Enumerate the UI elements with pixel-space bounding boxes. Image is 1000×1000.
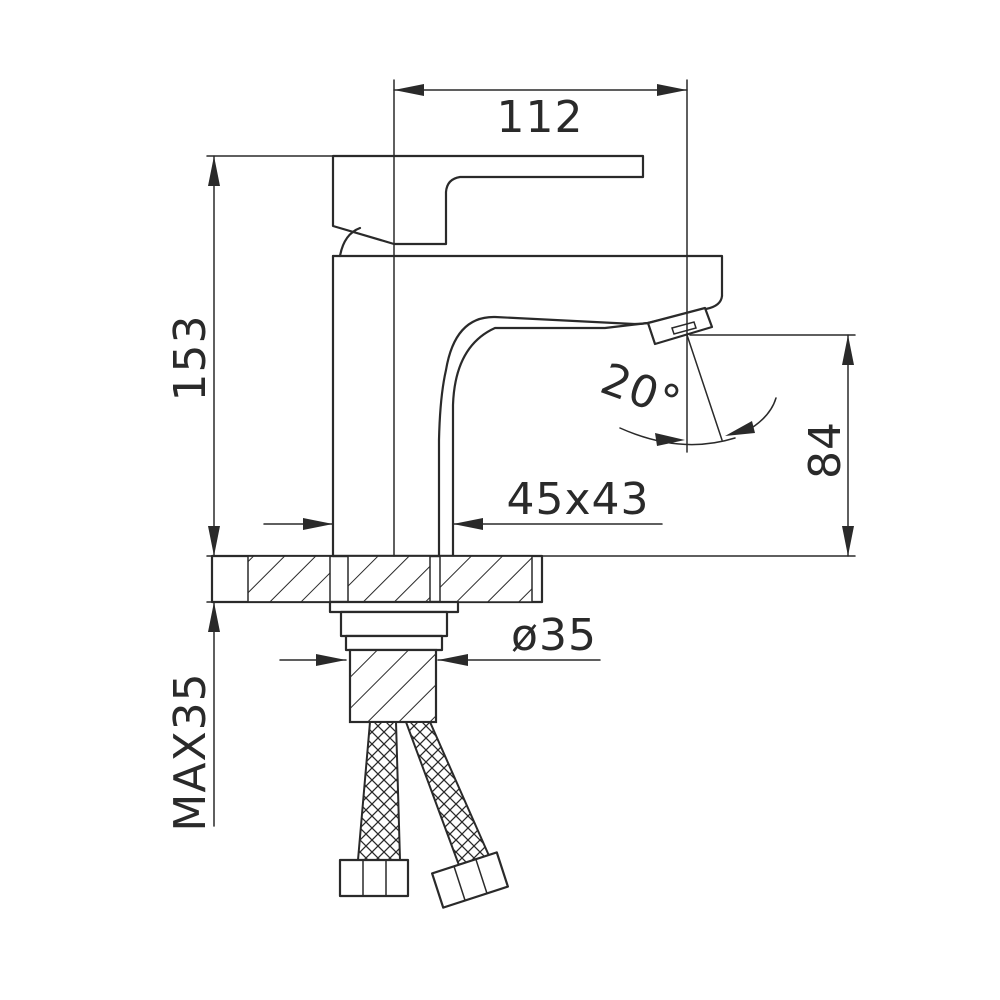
dim-112-label: 112 [497, 92, 584, 143]
hose-nut-right [431, 851, 509, 909]
shank-nut [339, 610, 449, 638]
dimension-lines [206, 79, 856, 827]
hose-nut-left [338, 858, 410, 898]
spout [437, 294, 724, 558]
dim-45x43-label: 45x43 [506, 474, 649, 525]
handle-lever [331, 154, 645, 246]
dim-max35-label: MAX35 [165, 672, 216, 831]
dim-angle-label: 20° [594, 354, 688, 430]
cartridge-curve [338, 226, 362, 258]
washer [328, 600, 460, 614]
dim-153-label: 153 [165, 315, 216, 402]
dim-35-label: ø35 [511, 610, 597, 661]
hose-left [356, 721, 402, 861]
hose-right [404, 721, 492, 870]
shank-body [348, 648, 438, 724]
countertop-section [210, 554, 544, 724]
dim-84-label: 84 [800, 421, 851, 479]
supply-hoses [338, 721, 509, 909]
